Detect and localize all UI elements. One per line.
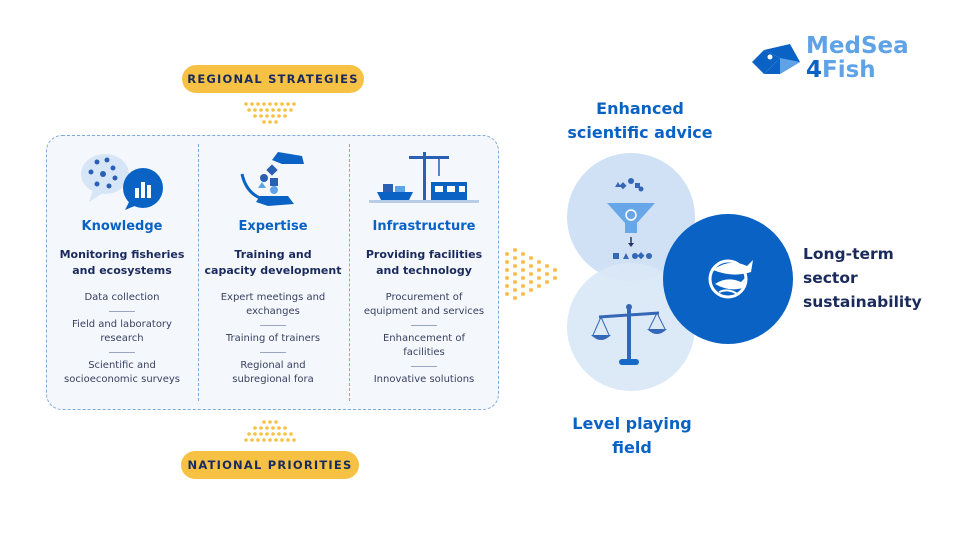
national-priorities-label: NATIONAL PRIORITIES [181,451,359,479]
regional-strategies-label: REGIONAL STRATEGIES [182,65,364,93]
item-separator [109,311,135,312]
label-line: Level playing [572,414,692,433]
level-playing-field-label: Level playing field [560,412,704,460]
item-line: exchanges [246,306,300,317]
long-term-sustainability-label: Long-term sector sustainability [803,242,953,314]
item-line: socioeconomic surveys [63,374,180,385]
item-field-research: Field and laboratory research [53,318,191,346]
item-data-collection: Data collection [84,292,160,303]
knowledge-title: Knowledge [81,219,163,234]
item-line: Enhancement of [382,333,466,344]
label-line: field [612,438,652,457]
expertise-title: Expertise [238,219,308,234]
label-line: scientific advice [567,123,713,142]
item-separator [411,366,437,367]
chat-data-icon [81,154,163,210]
item-line: equipment and services [363,306,485,317]
item-line: Procurement of [385,292,463,303]
item-procurement: Procurement of equipment and services [355,291,493,319]
up-arrow-dots-bottom [244,420,296,442]
item-line: Scientific and [88,360,156,371]
down-arrow-dots-top [244,102,296,124]
label-line: sustainability [803,293,922,311]
subtitle-line: Providing facilities [365,248,483,261]
port-crane-icon [369,152,479,203]
subtitle-line: capacity development [204,264,342,277]
logo-4fish-text: 4Fish [806,58,876,82]
item-surveys: Scientific and socioeconomic surveys [53,359,191,387]
column-expertise: Expertise Training and capacity developm… [198,136,348,409]
medsea4fish-logo: MedSea 4Fish [750,34,930,86]
expertise-items: Expert meetings and exchanges Training of… [204,291,342,387]
label-line: sector [803,269,858,287]
pillars-panel: Knowledge Monitoring fisheries and ecosy… [46,135,499,410]
item-separator [411,325,437,326]
column-knowledge: Knowledge Monitoring fisheries and ecosy… [47,136,197,409]
hands-blocks-icon [240,152,304,206]
enhanced-scientific-advice-label: Enhanced scientific advice [540,97,740,145]
column-divider [198,144,199,401]
item-line: Expert meetings and [220,292,326,303]
item-separator [109,352,135,353]
sustainability-circle [663,214,793,344]
label-line: Long-term [803,245,894,263]
item-separator [260,325,286,326]
infrastructure-title: Infrastructure [372,219,476,234]
logo-4: 4 [806,57,823,83]
item-line: research [100,333,144,344]
item-training-trainers: Training of trainers [225,333,321,344]
infrastructure-items: Procurement of equipment and services Enh… [355,291,493,387]
funnel-icon [607,178,655,260]
item-line: facilities [403,347,445,358]
subtitle-line: and ecosystems [72,264,172,277]
item-enhancement: Enhancement of facilities [355,332,493,360]
expertise-subtitle: Training and capacity development [204,247,342,279]
item-line: Regional and [240,360,306,371]
subtitle-line: Training and [234,248,312,261]
fish-logo-icon [752,44,800,74]
item-regional-fora: Regional and subregional fora [204,359,342,387]
item-expert-meetings: Expert meetings and exchanges [204,291,342,319]
item-line: Field and laboratory [72,319,172,330]
infrastructure-subtitle: Providing facilities and technology [355,247,493,279]
balance-scale-icon [591,304,667,365]
subtitle-line: and technology [376,264,472,277]
item-line: subregional fora [232,374,314,385]
knowledge-items: Data collection Field and laboratory rese… [53,291,191,387]
item-separator [260,352,286,353]
column-divider [349,144,350,401]
subtitle-line: Monitoring fisheries [59,248,185,261]
knowledge-subtitle: Monitoring fisheries and ecosystems [53,247,191,279]
right-arrow-dots [505,248,557,300]
item-innovative-solutions: Innovative solutions [373,374,475,385]
fish-circle-icon [708,259,753,299]
column-infrastructure: Infrastructure Providing facilities and … [349,136,499,409]
logo-fish: Fish [822,57,876,83]
label-line: Enhanced [596,99,684,118]
logo-medsea-text: MedSea [806,33,909,59]
